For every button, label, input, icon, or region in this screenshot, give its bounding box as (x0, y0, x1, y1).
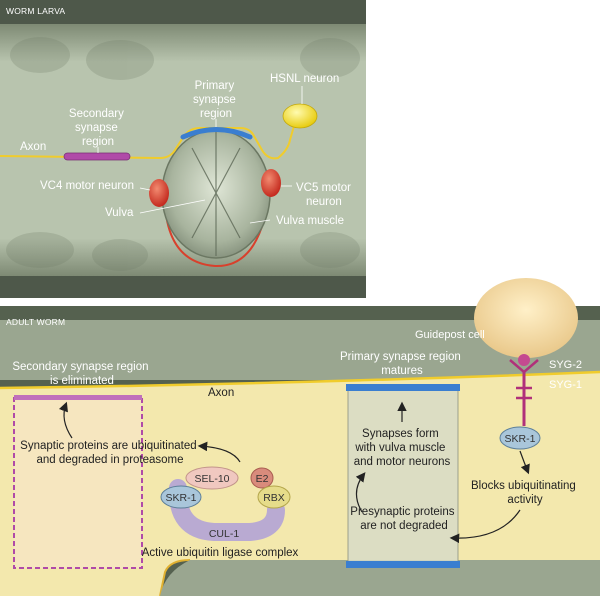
skr1-receptor-label: SKR-1 (505, 433, 536, 445)
top-panel: WORM LARVA Axon (0, 0, 366, 298)
hsnl-label: HSNL neuron (270, 73, 339, 85)
eliminated-synapse-top-bar (14, 395, 142, 400)
syg2-label: SYG-2 (549, 359, 582, 371)
cul1-label: CUL-1 (209, 528, 240, 540)
arrow-to-blocks (519, 450, 530, 475)
syg-receptor (509, 354, 539, 426)
lower-tissue (160, 560, 600, 596)
ligase-complex-label: Active ubiquitin ligase complex (142, 547, 299, 559)
secondary-eliminated-label: Secondary synapse region is eliminated (12, 361, 151, 387)
band-lower-edge (159, 559, 191, 596)
guidepost-cell (474, 278, 578, 358)
skr1-receptor-bubble (499, 426, 541, 450)
adult-axon-edge (0, 370, 600, 390)
primary-synapse-bottom-bar (346, 561, 460, 568)
top-panel-title: WORM LARVA (6, 6, 65, 16)
process-arrows (58, 401, 530, 544)
rbx-label: RBX (263, 492, 285, 504)
arrow-to-presynaptic (449, 509, 521, 544)
vc5-motor-neuron (261, 169, 281, 197)
blocks-label: Blocks ubiquitinating activity (471, 480, 579, 506)
vc4-motor-neuron (149, 179, 169, 207)
vulva-label: Vulva (105, 207, 134, 219)
guidepost-label: Guidepost cell (415, 329, 485, 341)
syg1-label: SYG-1 (549, 379, 582, 391)
e2-bubble (250, 467, 274, 489)
primary-matures-label: Primary synapse region matures (340, 351, 464, 377)
vc5-label: VC5 motor neuron (296, 182, 354, 208)
vulva-lines (191, 132, 241, 256)
cell-texture (6, 37, 360, 271)
syg2-node (518, 354, 530, 366)
sel10-bubble (185, 466, 239, 490)
e2-label: E2 (256, 473, 269, 485)
maturing-synapse-region (347, 387, 459, 567)
hsnl-neuron (282, 103, 318, 129)
ligase-complex: CUL-1 SEL-10 SKR-1 E2 RBX (160, 466, 291, 541)
synapses-form-label: Synapses form with vulva muscle and moto… (354, 428, 451, 468)
sel10-label: SEL-10 (194, 473, 229, 485)
skr1-label: SKR-1 (166, 492, 197, 504)
bottom-panel-title: ADULT WORM (6, 317, 65, 327)
eliminated-synapse-region (13, 397, 143, 569)
axon (0, 125, 295, 160)
axon-label: Axon (20, 141, 46, 153)
primary-synapse-label: Primary synapse region (193, 80, 239, 120)
skr1-bubble (160, 485, 202, 509)
vulva-muscle-label: Vulva muscle (276, 215, 344, 227)
rbx-bubble (257, 485, 291, 509)
ubiquitinated-label: Synaptic proteins are ubiquitinated and … (20, 440, 200, 466)
arrow-to-eliminated (58, 401, 73, 439)
arrow-to-ubiquitinated (197, 441, 241, 463)
presynaptic-label: Presynaptic proteins are not degraded (350, 506, 457, 532)
bottom-panel: ADULT WORM Guidepost cell SYG-2 SYG-1 Ax… (0, 278, 600, 596)
arrow-to-synapses-form (355, 472, 366, 513)
leader-lines (97, 86, 303, 224)
adult-axon-label: Axon (208, 387, 234, 399)
secondary-synapse-label: Secondary synapse region (69, 108, 127, 148)
vc4-label: VC4 motor neuron (40, 180, 134, 192)
cul1-shape (168, 479, 285, 541)
primary-synapse-region (180, 127, 253, 140)
primary-synapse-top-bar (346, 384, 460, 391)
secondary-synapse-region (63, 152, 131, 161)
